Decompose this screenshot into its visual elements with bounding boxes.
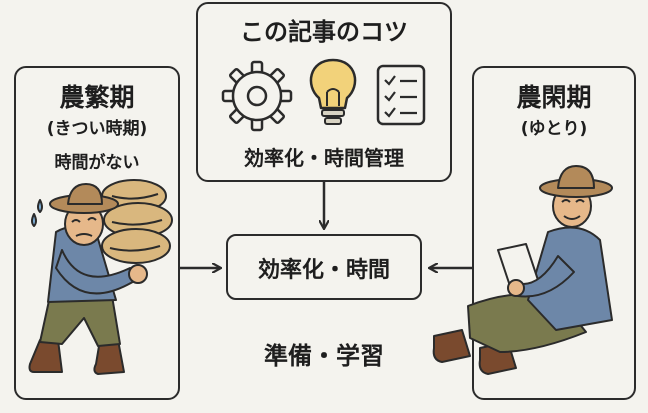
lightbulb-icon xyxy=(309,58,357,125)
busy-season-note: 時間がない xyxy=(54,153,140,173)
busy-season-subtitle: (きつい時期) xyxy=(46,119,148,139)
tips-title: この記事のコツ xyxy=(240,18,408,46)
center-box xyxy=(226,234,422,300)
busy-season-title: 農繁期 xyxy=(59,83,135,112)
relaxed-farmer-illustration xyxy=(432,165,613,375)
bottom-label: 準備・学習 xyxy=(264,342,384,370)
busy-farmer-illustration xyxy=(28,179,173,375)
off-season-title: 農閑期 xyxy=(516,83,592,112)
tips-caption: 効率化・時間管理 xyxy=(244,146,404,170)
center-box-label: 効率化・時間 xyxy=(257,258,390,283)
checklist-icon xyxy=(376,64,426,126)
off-season-subtitle: (ゆとり) xyxy=(520,119,588,139)
gear-icon xyxy=(221,60,293,132)
